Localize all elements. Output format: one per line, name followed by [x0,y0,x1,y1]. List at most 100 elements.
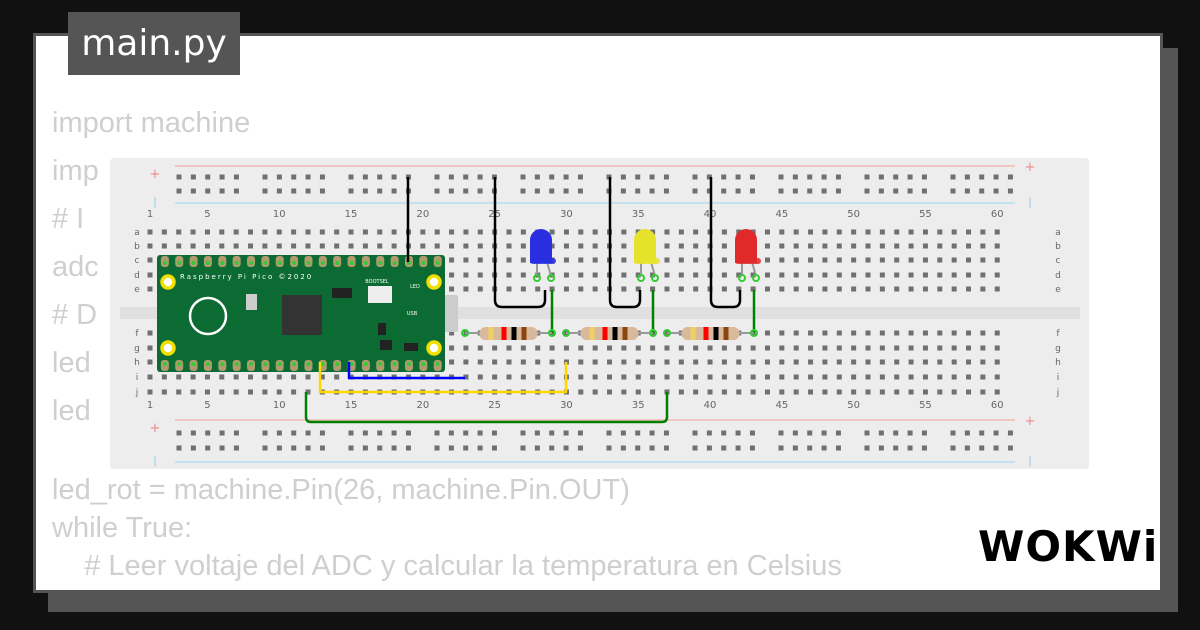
breadboard-hole [520,359,526,365]
breadboard-hole [621,345,627,351]
breadboard-hole [865,330,871,336]
breadboard-hole [951,330,957,336]
rail-hole [649,430,655,436]
rail-hole [721,430,727,436]
breadboard-hole [621,257,627,263]
row-label: d [1055,271,1061,281]
rail-hole [878,174,884,180]
rail-hole [391,188,397,194]
rail-hole [649,445,655,451]
breadboard-hole [994,257,1000,263]
breadboard-hole [894,330,900,336]
wire-blue [347,362,465,380]
breadboard-hole [276,229,282,235]
breadboard-hole [980,257,986,263]
breadboard-hole [477,374,483,380]
breadboard-hole [391,229,397,235]
rail-hole [821,174,827,180]
row-label: c [135,256,140,266]
connection-point [637,274,645,282]
rail-hole [792,430,798,436]
resistor-band [723,327,729,340]
rail-hole [692,174,698,180]
breadboard-hole [506,229,512,235]
breadboard-hole [721,359,727,365]
connection-point [750,329,758,337]
rail-hole [233,174,239,180]
row-label: e [1055,285,1061,295]
breadboard-hole [147,345,153,351]
breadboard-hole [980,374,986,380]
breadboard-hole [592,257,598,263]
breadboard-hole [506,286,512,292]
rail-plus-label: + [150,167,161,182]
breadboard-hole [664,359,670,365]
rail-minus-label: | [1028,454,1032,467]
breadboard-hole [449,330,455,336]
breadboard-hole [463,359,469,365]
rail-hole [534,174,540,180]
rail-hole [190,445,196,451]
breadboard-hole [592,345,598,351]
pin-dot [162,261,167,265]
breadboard-hole [865,345,871,351]
rail-hole [821,445,827,451]
code-line: led_rot = machine.Pin(26, machine.Pin.OU… [52,474,630,506]
breadboard-hole [535,286,541,292]
breadboard-hole [922,330,928,336]
rail-hole [893,430,899,436]
rail-hole [205,174,211,180]
breadboard-hole [678,272,684,278]
rail-hole [735,445,741,451]
breadboard-hole [836,243,842,249]
resistor-band [622,327,628,340]
breadboard-hole [248,374,254,380]
breadboard-hole [764,374,770,380]
column-label: 15 [345,400,358,411]
rail-hole [921,174,927,180]
breadboard-hole [449,359,455,365]
breadboard-hole [851,389,857,395]
rail-hole [606,430,612,436]
rail-hole [362,188,368,194]
code-line: led [52,395,91,427]
rail-hole [835,445,841,451]
breadboard-hole [894,359,900,365]
pin-dot [292,261,297,265]
breadboard-hole [908,257,914,263]
breadboard-hole [449,243,455,249]
breadboard-hole [994,330,1000,336]
rp2040-chip [282,295,322,335]
breadboard-hole [966,257,972,263]
pin-dot [320,261,325,265]
rail-hole [434,430,440,436]
rail-hole [663,430,669,436]
breadboard-hole [980,243,986,249]
breadboard-hole [822,345,828,351]
breadboard-hole [764,257,770,263]
breadboard-hole [578,359,584,365]
row-label: b [134,242,140,252]
rail-hole [319,188,325,194]
breadboard-hole [176,389,182,395]
code-line: imp [52,155,99,187]
breadboard-hole [764,229,770,235]
breadboard-hole [922,374,928,380]
breadboard-hole [592,389,598,395]
breadboard-hole [908,374,914,380]
rail-hole [821,188,827,194]
breadboard-hole [535,359,541,365]
wire-yellow [318,362,568,394]
rail-hole [893,445,899,451]
breadboard-hole [779,286,785,292]
row-label: a [1055,228,1061,238]
breadboard-hole [822,229,828,235]
breadboard-hole [808,330,814,336]
connection-point [461,329,469,337]
breadboard-hole [592,272,598,278]
breadboard-hole [922,359,928,365]
breadboard-hole [147,389,153,395]
breadboard-hole [750,389,756,395]
rail-hole [821,430,827,436]
rail-hole [319,445,325,451]
